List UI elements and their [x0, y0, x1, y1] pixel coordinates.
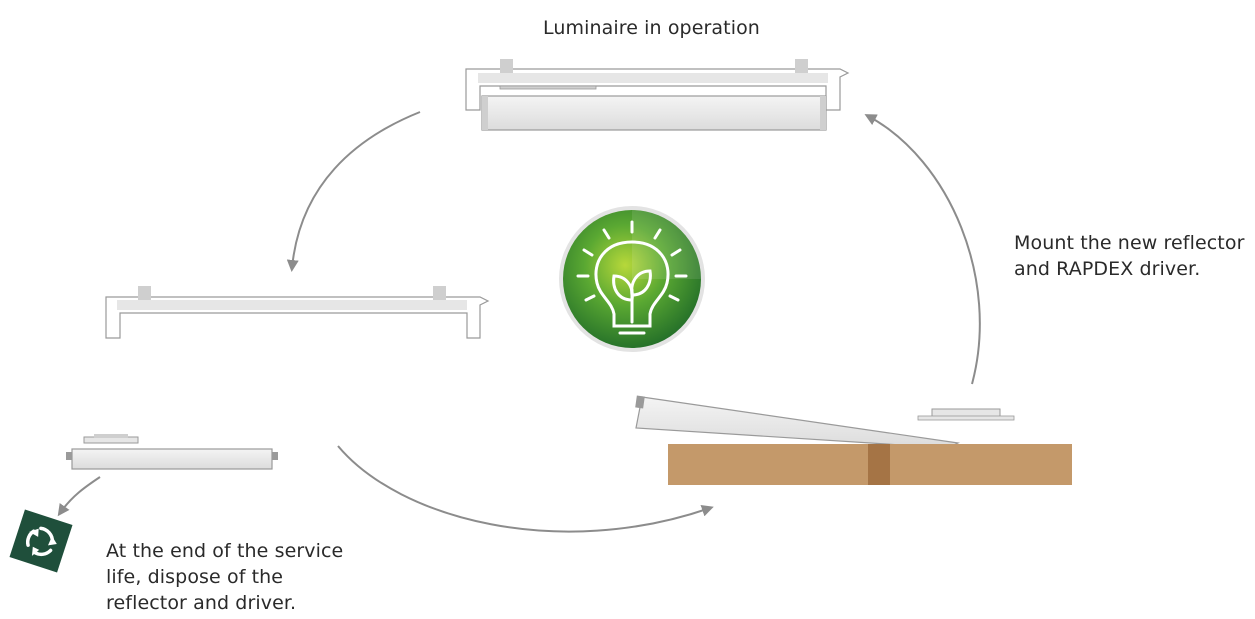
cycle-arrows: [57, 111, 981, 533]
arrow-top-to-left: [286, 111, 421, 272]
label-line: reflector and driver.: [106, 592, 297, 614]
label-dispose: At the end of the service life, dispose …: [106, 538, 366, 616]
label-luminaire-in-operation: Luminaire in operation: [543, 17, 760, 39]
arrow-left-to-box: [337, 445, 714, 533]
label-line: and RAPDEX driver.: [1014, 258, 1201, 280]
arrow-to-recycle: [57, 476, 101, 517]
label-line: life, dispose of the: [106, 566, 284, 588]
new-reflector-on-box: [635, 395, 1072, 485]
label-line: At the end of the service: [106, 540, 344, 562]
luminaire-in-operation: [465, 59, 850, 131]
label-line: Mount the new reflector: [1014, 232, 1245, 254]
label-mount-new-reflector: Mount the new reflector and RAPDEX drive…: [1014, 230, 1254, 282]
luminaire-housing: [105, 286, 490, 339]
old-reflector-driver: [66, 434, 278, 470]
arrow-box-to-top: [864, 114, 981, 385]
eco-lightbulb-icon: [559, 206, 705, 352]
recycle-icon: [9, 509, 73, 573]
